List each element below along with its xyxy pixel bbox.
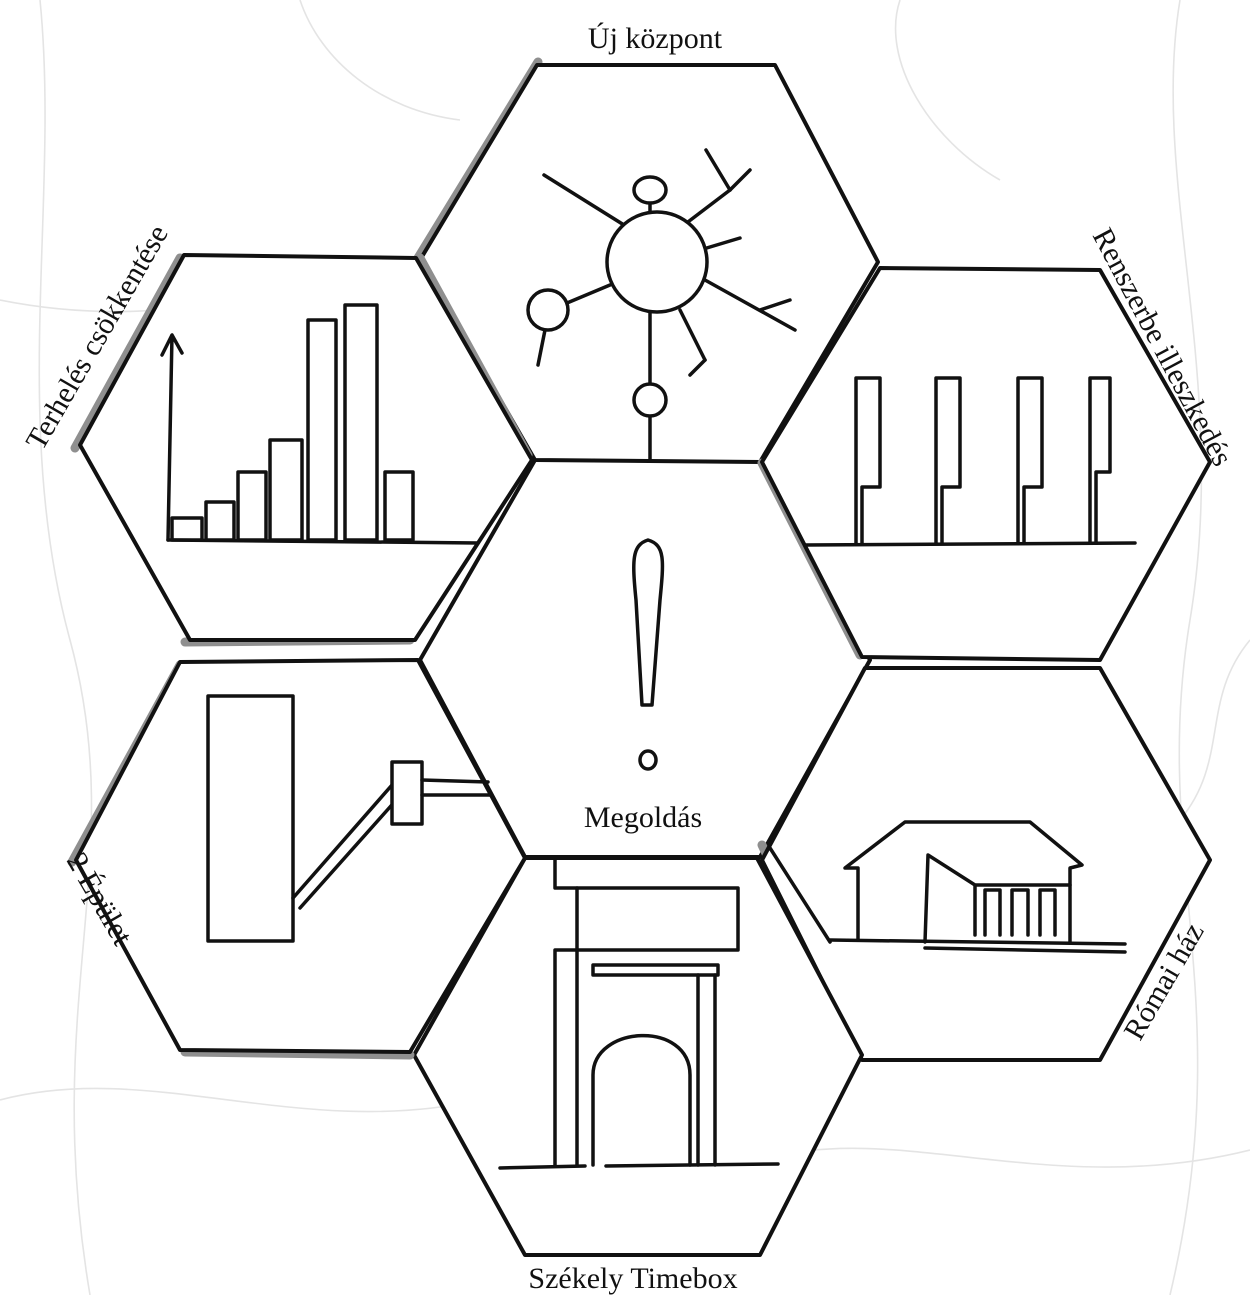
bar-pipes-icon (803, 376, 1137, 547)
house-icon (768, 820, 1127, 954)
label-top: Új központ (588, 22, 723, 55)
bar-chart-icon (160, 303, 480, 545)
hex-lower-left: 2 Épület (60, 658, 527, 1060)
center-label: Megoldás (584, 801, 702, 834)
hex-bottom: Székely Timebox (407, 850, 864, 1295)
label-bottom: Székely Timebox (528, 1262, 737, 1295)
exclamation-mark-icon (632, 538, 665, 771)
hex-center: Megoldás (418, 458, 872, 859)
network-hub-icon (526, 148, 797, 462)
gate-icon (498, 858, 780, 1170)
hex-top: Új központ (413, 22, 880, 464)
two-buildings-icon (206, 694, 492, 943)
